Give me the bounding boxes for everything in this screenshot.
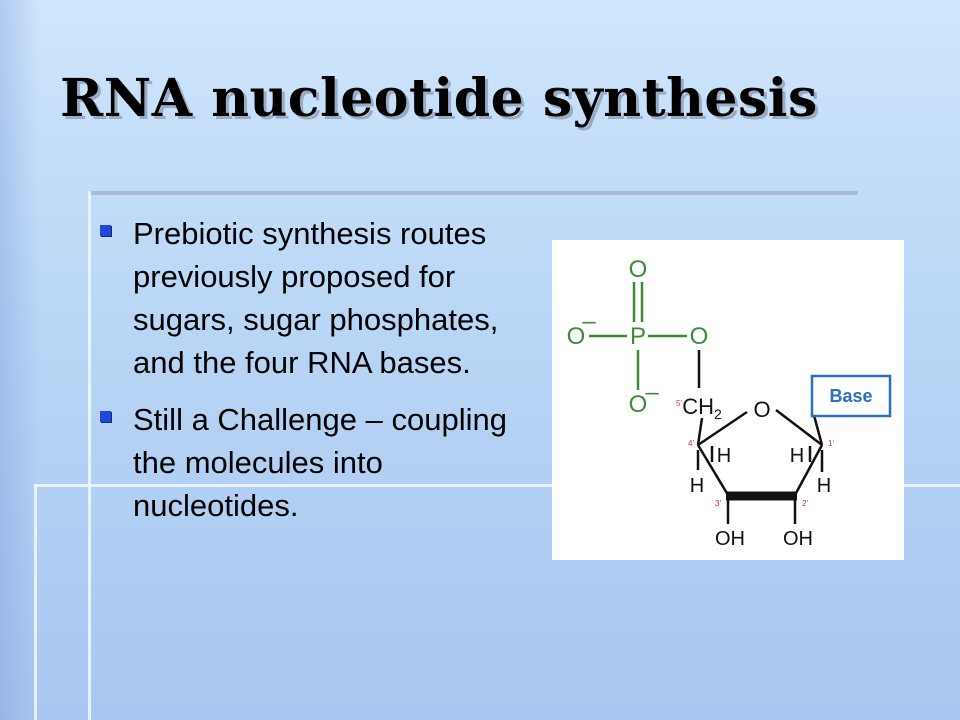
carbon-number: 5' <box>676 399 682 408</box>
phosphate-oxygen-right: O <box>690 323 709 350</box>
slide-title: RNA nucleotide synthesis <box>60 68 818 129</box>
square-bullet-icon <box>100 411 111 422</box>
hydrogen-label: H <box>817 475 831 497</box>
nucleotide-structure-figure: O O P O O – – CH2 O <box>552 240 904 560</box>
hydroxyl-label: OH <box>783 528 813 550</box>
hydrogen-label: H <box>690 475 704 497</box>
base-box <box>810 374 892 418</box>
carbon-number: 3' <box>715 499 721 508</box>
carbon-number: 2' <box>802 499 808 508</box>
decorative-line <box>34 484 37 720</box>
phosphorus-label: P <box>630 323 646 350</box>
bullet-item: Prebiotic synthesis routes previously pr… <box>100 212 530 384</box>
bullet-text: Prebiotic synthesis routes previously pr… <box>133 216 499 380</box>
background-gradient <box>0 0 40 720</box>
decorative-line <box>34 484 960 487</box>
bullet-item: Still a Challenge – coupling the molecul… <box>100 398 530 527</box>
decorative-line <box>88 191 858 195</box>
bullet-text: Still a Challenge – coupling the molecul… <box>133 402 507 523</box>
phosphate-bonds <box>589 282 687 390</box>
base-label: Base <box>829 386 872 406</box>
minus-sign-bottom: – <box>645 379 659 406</box>
minus-sign-left: – <box>582 308 596 335</box>
nucleotide-diagram: O O P O O – – CH2 O <box>567 256 892 550</box>
phosphate-oxygen-top: O <box>629 256 648 283</box>
bullet-list: Prebiotic synthesis routes previously pr… <box>100 212 530 541</box>
ch2-label: CH2 <box>682 394 722 422</box>
phosphate-oxygen-bottom: O <box>629 391 648 418</box>
phosphate-oxygen-left: O <box>567 323 586 350</box>
square-bullet-icon <box>100 225 111 236</box>
ch2-text: CH <box>682 394 714 419</box>
carbon-number: 4' <box>688 439 694 448</box>
hydrogen-label: H <box>717 445 731 467</box>
hydroxyl-label: OH <box>715 528 745 550</box>
decorative-line <box>88 191 91 720</box>
hydrogen-label: H <box>790 445 804 467</box>
ribose-ring-bonds <box>696 407 824 524</box>
ring-oxygen-label: O <box>753 397 770 422</box>
carbon-number: 1' <box>828 439 834 448</box>
ch2-subscript: 2 <box>714 406 722 422</box>
